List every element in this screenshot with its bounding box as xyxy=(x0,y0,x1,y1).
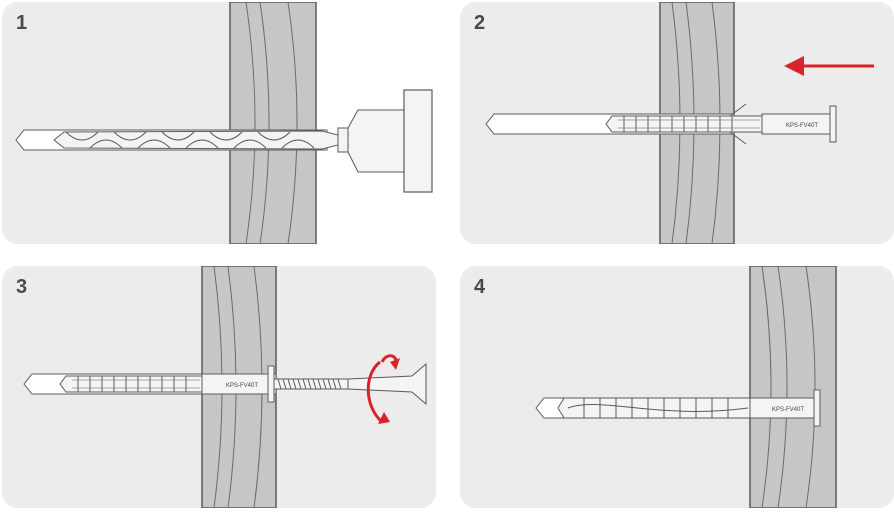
wall xyxy=(229,2,317,244)
anchor-label: KPS-FV40T xyxy=(786,123,818,129)
anchor: KPS-FV40T xyxy=(605,103,837,145)
step-2-panel: KPS-FV40T 2 xyxy=(460,2,894,244)
step-number: 3 xyxy=(16,276,28,298)
insert-arrow xyxy=(784,56,874,76)
anchor-label: KPS-FV40T xyxy=(772,407,804,413)
anchor: KPS-FV40T xyxy=(557,389,821,427)
step-number: 2 xyxy=(474,12,486,34)
step-4-panel: KPS-FV40T 4 xyxy=(460,266,894,508)
rotate-arrow xyxy=(366,354,400,424)
insert-anchor-illustration: KPS-FV40T xyxy=(460,2,894,244)
wall xyxy=(749,266,837,508)
step-number: 4 xyxy=(474,276,486,298)
anchor: KPS-FV40T xyxy=(59,365,275,403)
step-3-panel: KPS-FV40T 3 xyxy=(2,266,436,508)
step-1-panel: 1 xyxy=(2,2,436,244)
anchor-label: KPS-FV40T xyxy=(226,383,258,389)
drilling-illustration xyxy=(2,2,436,244)
screw-in-illustration: KPS-FV40T xyxy=(2,266,436,508)
drill-chuck xyxy=(337,89,433,193)
screw xyxy=(273,362,427,406)
anchored-illustration: KPS-FV40T xyxy=(460,266,894,508)
drill-bit xyxy=(53,130,339,150)
step-number: 1 xyxy=(16,12,28,34)
